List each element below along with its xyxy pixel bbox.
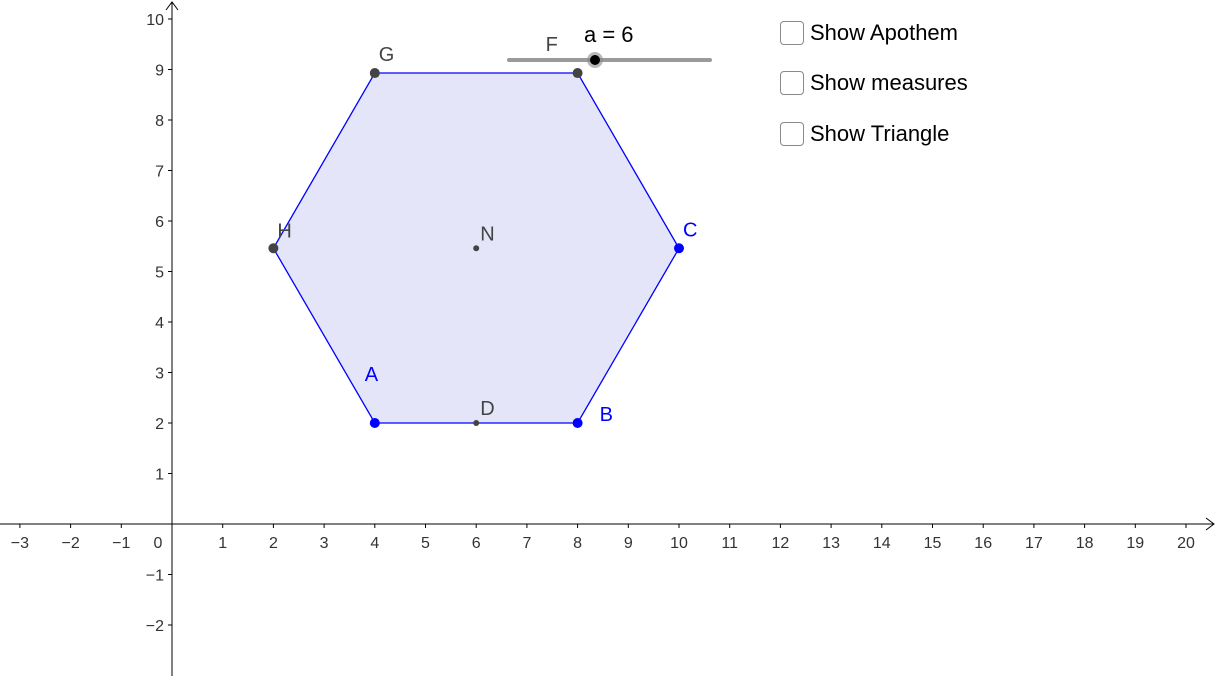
point-label-b: B [600,404,613,426]
x-tick-label: −1 [112,535,130,552]
x-axis-arrow-icon [1205,517,1215,531]
x-tick-label: 7 [522,535,531,552]
checkbox-label: Show Apothem [810,20,958,45]
x-tick-label: 13 [822,535,840,552]
point-label-n: N [480,223,494,245]
slider-label: a = 6 [584,22,634,47]
x-tick-label: 16 [974,535,992,552]
y-tick-label: 4 [155,315,164,332]
y-tick-label: 9 [155,63,164,80]
y-tick-label: 7 [155,164,164,181]
point-label-d: D [480,398,494,420]
y-tick-label: 1 [155,467,164,484]
show-triangle-checkbox[interactable]: Show Triangle [780,121,949,147]
point-f[interactable] [572,68,583,79]
x-tick-label: 0 [154,535,163,552]
y-tick-label: 6 [155,214,164,231]
y-tick-label: 8 [155,113,164,130]
point-label-a: A [365,364,379,386]
y-tick-label: 10 [146,12,164,29]
x-tick-label: 6 [472,535,481,552]
x-tick-label: 18 [1076,535,1094,552]
x-tick-label: 5 [421,535,430,552]
x-tick-label: −2 [61,535,79,552]
y-tick-label: −2 [146,618,164,635]
point-d[interactable] [473,420,480,426]
point-label-g: G [379,44,395,66]
x-tick-label: 17 [1025,535,1043,552]
checkbox-icon[interactable] [780,122,804,146]
x-tick-label: 14 [873,535,891,552]
x-tick-label: 8 [573,535,582,552]
x-tick-label: 19 [1126,535,1144,552]
point-n[interactable] [473,245,480,252]
point-g[interactable] [369,68,380,79]
point-a[interactable] [369,418,380,428]
point-label-h: H [277,220,291,242]
y-tick-label: −1 [146,568,164,585]
show-measures-checkbox[interactable]: Show measures [780,70,968,96]
points-layer: A B C F G H N D [268,34,697,428]
checkbox-icon[interactable] [780,21,804,45]
x-tick-label: 12 [772,535,790,552]
checkbox-icon[interactable] [780,71,804,95]
point-c[interactable] [674,243,684,254]
x-tick-label: 9 [624,535,633,552]
y-axis-arrow-icon [165,1,179,11]
y-tick-label: 5 [155,265,164,282]
x-tick-label: 11 [721,535,738,552]
x-tick-label: 10 [670,535,688,552]
point-label-f: F [546,34,558,56]
point-h[interactable] [268,243,279,254]
x-tick-label: 2 [269,535,278,552]
y-tick-label: 3 [155,366,164,383]
slider-handle-center[interactable] [590,55,600,65]
y-axis-ticks: 10 9 8 7 6 5 4 3 2 1 −1 −2 [146,12,172,635]
y-tick-label: 2 [155,416,164,433]
checkbox-label: Show Triangle [810,121,950,146]
x-tick-label: 1 [218,535,227,552]
x-tick-label: 3 [320,535,329,552]
point-label-c: C [683,219,697,241]
x-tick-label: 4 [370,535,379,552]
point-b[interactable] [572,418,583,428]
checkbox-label: Show measures [810,70,968,95]
show-apothem-checkbox[interactable]: Show Apothem [780,20,958,46]
x-tick-label: 15 [924,535,942,552]
x-tick-label: −3 [11,535,29,552]
x-tick-label: 20 [1177,535,1195,552]
